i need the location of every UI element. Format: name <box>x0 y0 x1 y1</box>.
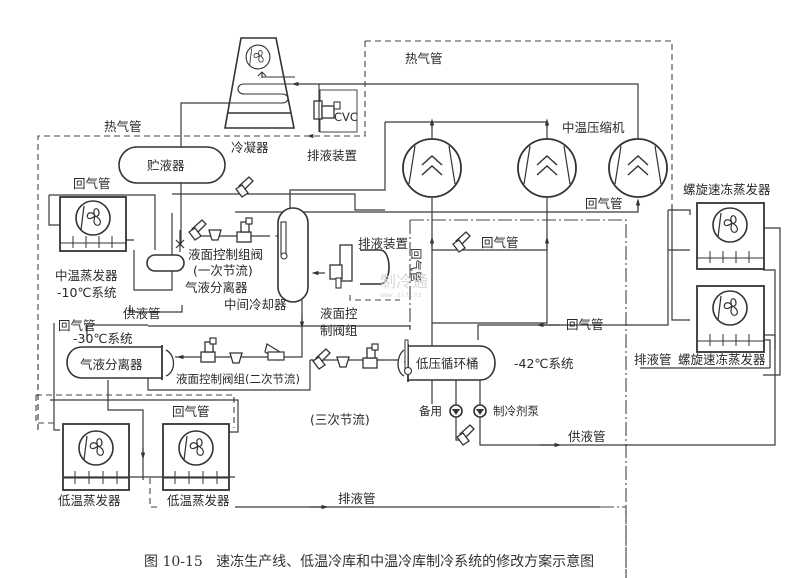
label-compressors: 中温压缩机 <box>562 120 625 135</box>
label-intercooler: 中间冷却器 <box>224 297 287 312</box>
spiral-freezer-evaporator-bottom <box>696 285 765 353</box>
level-control-valve-group-1 <box>175 217 253 249</box>
label-system-42: -42℃系统 <box>514 356 573 371</box>
mid-temp-evaporator <box>59 196 127 252</box>
label-drain-device-top: 排液装置 <box>307 148 357 163</box>
label-return-gas-low: 回气管 <box>172 404 210 419</box>
intercooler <box>277 207 309 303</box>
label-return-gas-right-mid: 回气管 <box>566 317 604 332</box>
label-drain-pipe-bottom: 排液管 <box>338 491 376 506</box>
label-gas-liquid-separator-1: 气液分离器 <box>185 280 248 295</box>
label-low-evaporator-1: 低温蒸发器 <box>58 493 121 508</box>
label-throttle-1: (一次节流) <box>193 263 253 278</box>
compressor-3 <box>608 138 668 198</box>
label-return-gas-30: 回气管 <box>58 318 96 333</box>
figure-caption: 图 10-15 速冻生产线、低温冷库和中温冷库制冷系统的修改方案示意图 <box>144 553 594 570</box>
condenser <box>224 37 295 129</box>
level-control-valve-group-2 <box>200 337 285 364</box>
hot-gas-pipe-top <box>365 40 673 205</box>
label-condenser: 冷凝器 <box>231 140 269 155</box>
pump-valve <box>456 424 475 446</box>
label-return-gas-mid: 回气管 <box>481 235 519 250</box>
label-spiral-freezer-bottom: 螺旋速冻蒸发器 <box>678 352 766 367</box>
gas-liquid-separator-2 <box>66 345 175 380</box>
label-return-gas-vertical: 回气管 <box>409 248 423 283</box>
drain-device-mid <box>329 244 390 289</box>
label-level-valve-group-3-l2: 制阀组 <box>320 323 358 338</box>
refrigerant-pump <box>473 404 487 418</box>
gas-liquid-separator-1 <box>146 254 185 272</box>
label-spiral-freezer-top: 螺旋速冻蒸发器 <box>683 182 771 197</box>
label-low-system: -30℃系统 <box>73 331 132 346</box>
label-standby: 备用 <box>419 404 442 418</box>
label-drain-pipe-right: 排液管 <box>634 352 672 367</box>
label-throttle-3: (三次节流) <box>310 412 370 427</box>
label-drain-device-mid: 排液装置 <box>358 236 408 251</box>
label-level-valve-group-3-l1: 液面控 <box>320 306 358 321</box>
watermark-url: www.zlt.nz <box>380 291 422 299</box>
low-pressure-circulation-barrel <box>397 339 496 382</box>
label-supply-liquid-right: 供液管 <box>568 429 606 444</box>
label-mid-evaporator: 中温蒸发器 <box>55 268 118 283</box>
receiver-tank <box>118 146 226 184</box>
label-low-evaporator-2: 低温蒸发器 <box>167 493 230 508</box>
compressor-2 <box>517 138 577 198</box>
low-temp-evaporator-1 <box>62 423 130 491</box>
label-level-valve-group-2: 液面控制阀组(二次节流) <box>176 372 300 386</box>
label-supply-liquid-left: 供液管 <box>123 306 161 321</box>
label-lp-barrel: 低压循环桶 <box>416 356 479 371</box>
low-temp-evaporator-2 <box>162 423 230 491</box>
label-hot-gas-left: 热气管 <box>104 119 142 134</box>
label-receiver: 贮液器 <box>147 158 185 173</box>
check-valve-return <box>452 231 471 253</box>
label-gas-liquid-separator-2: 气液分离器 <box>80 357 143 372</box>
hot-gas-pipe-left <box>37 135 310 430</box>
compressor-1 <box>402 138 462 198</box>
label-mid-system: -10℃系统 <box>57 285 116 300</box>
label-return-gas-right-top: 回气管 <box>585 196 623 211</box>
level-control-valve-group-3 <box>312 343 379 370</box>
label-return-gas-left: 回气管 <box>73 176 111 191</box>
standby-pump <box>449 404 463 418</box>
spiral-freezer-evaporator-top <box>696 202 765 270</box>
cvc-drain-device <box>313 84 358 133</box>
label-hot-gas-top: 热气管 <box>405 51 443 66</box>
label-level-valve-group-1: 液面控制组阀 <box>188 247 263 262</box>
label-refrigerant-pump: 制冷剂泵 <box>493 404 539 418</box>
label-cvc: CVC <box>334 110 358 124</box>
watermark: 制冷通 <box>380 272 428 291</box>
